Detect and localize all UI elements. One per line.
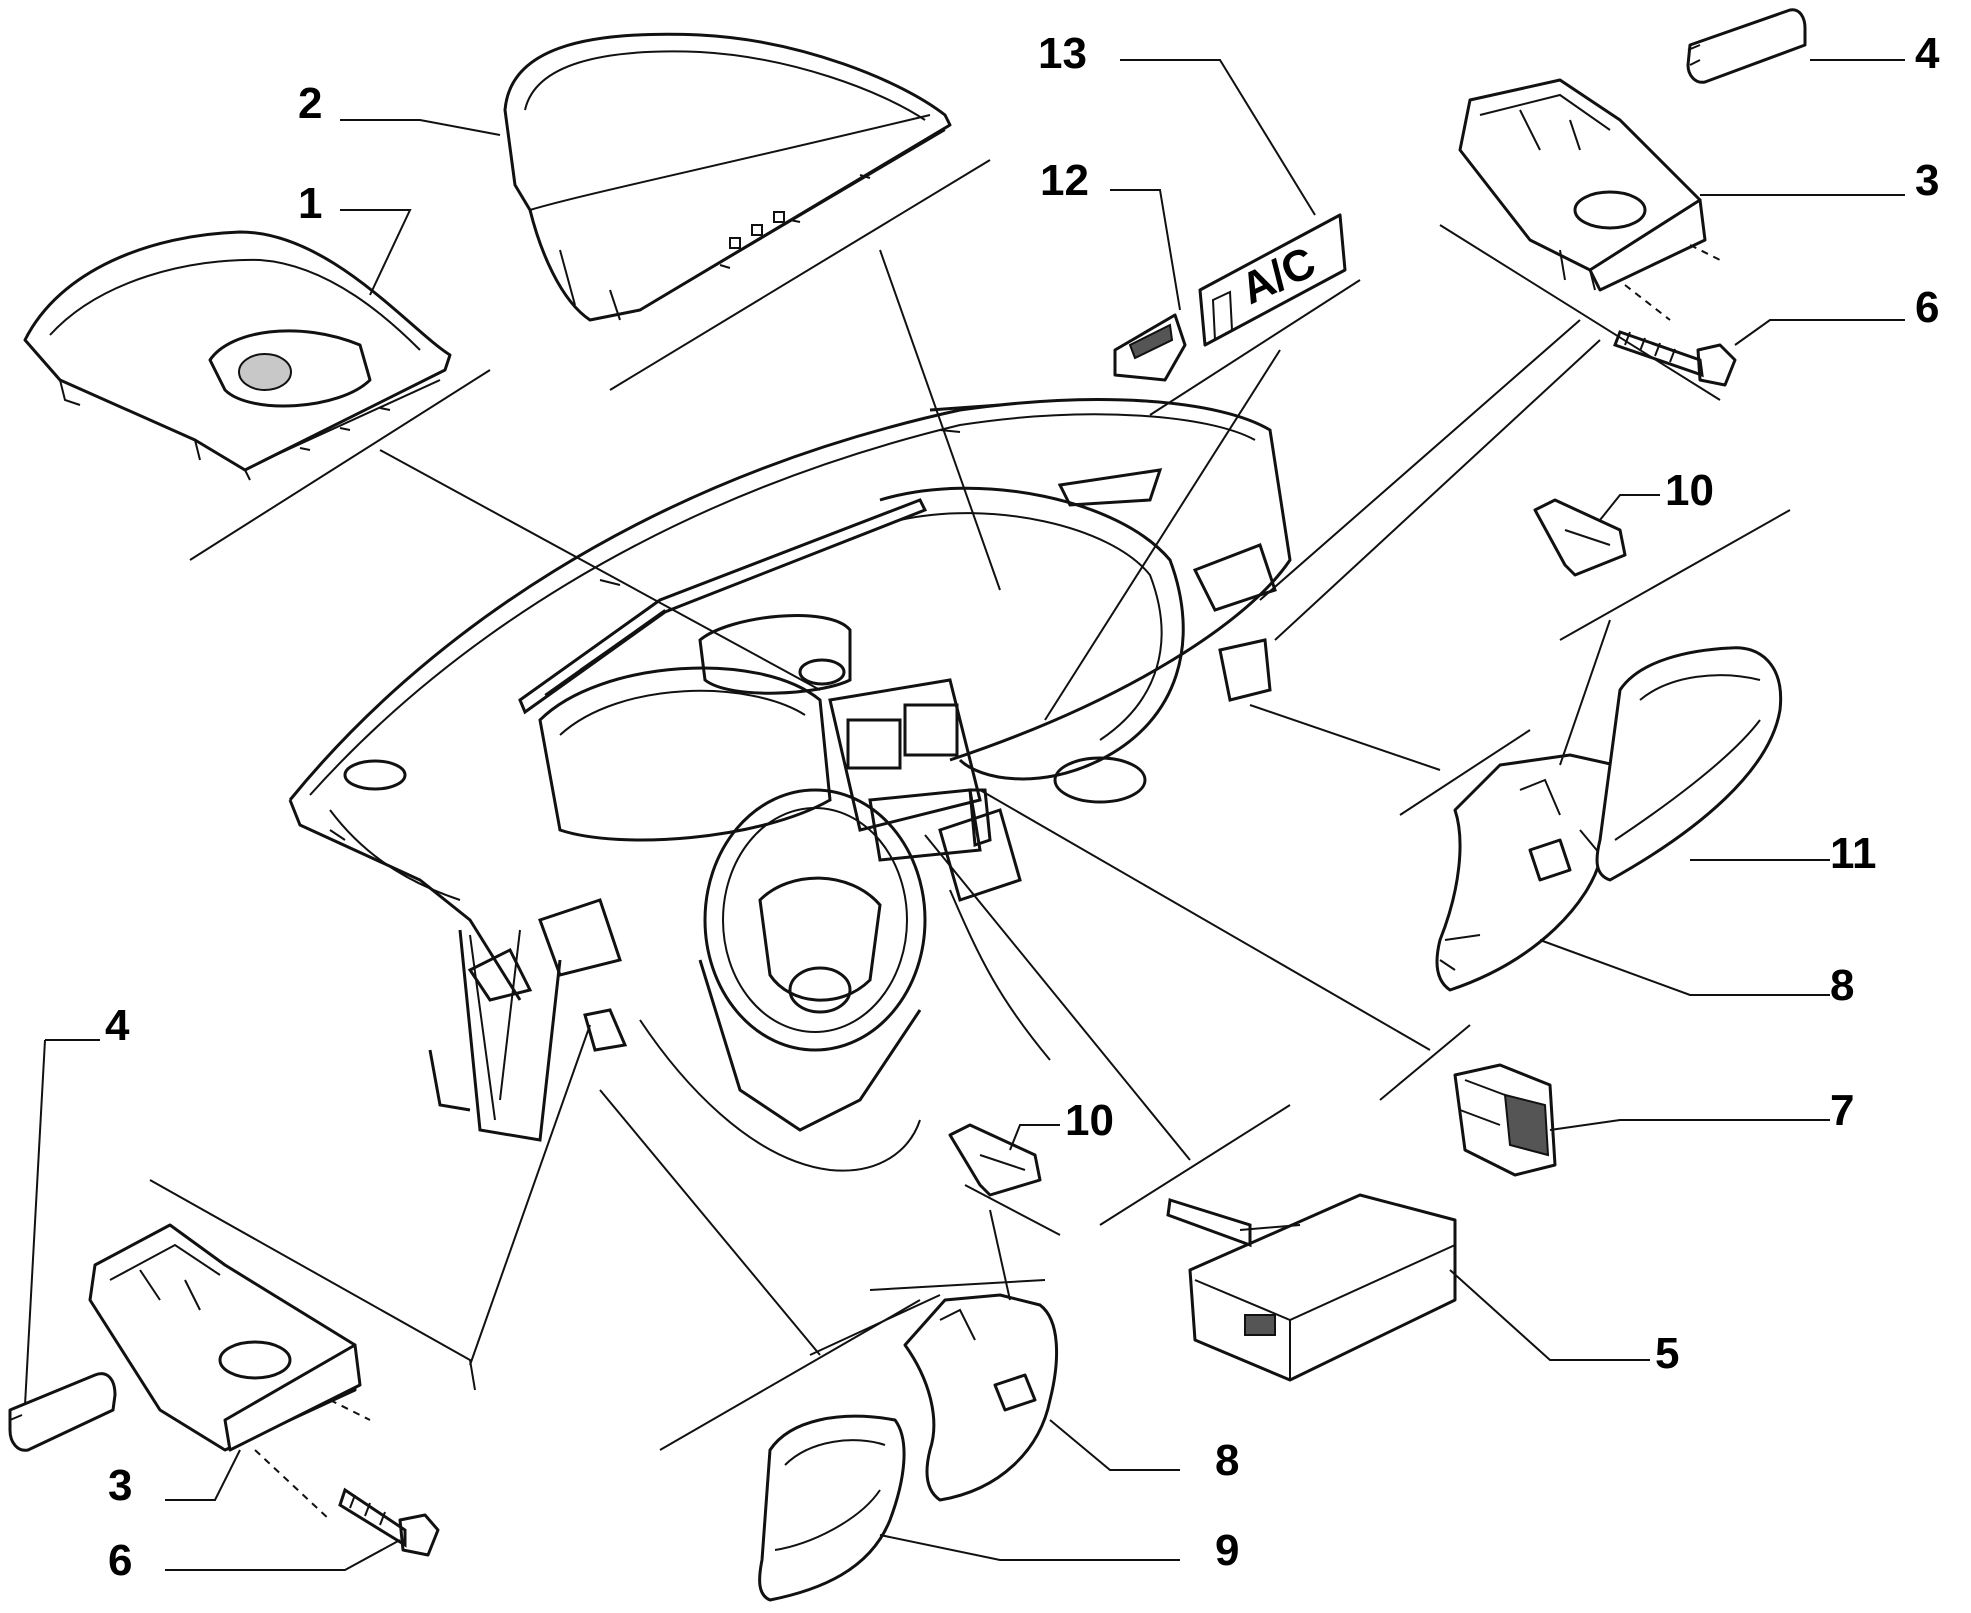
callout-6-right: 6 xyxy=(1915,283,1939,332)
callout-12: 12 xyxy=(1040,156,1089,205)
part-8-lower-panel-right xyxy=(1435,753,1618,992)
part-7-switch-module xyxy=(1453,1063,1557,1177)
part-6-screw-right xyxy=(1613,330,1737,387)
callout-9: 9 xyxy=(1215,1526,1239,1575)
part-5-storage-box xyxy=(1166,1193,1457,1382)
callout-6-left: 6 xyxy=(108,1536,132,1585)
part-2-cluster-hood xyxy=(503,32,952,322)
callout-4-right: 4 xyxy=(1915,29,1940,78)
part-4-trim-strip-left xyxy=(8,1372,117,1452)
part-11-glovebox-lid xyxy=(1595,646,1783,882)
dashboard-assembly xyxy=(288,398,1292,1172)
callout-2: 2 xyxy=(298,79,322,128)
leader-lines xyxy=(24,59,1905,1571)
part-8-lower-panel-bottom xyxy=(903,1293,1058,1502)
part-10-clip-bottom xyxy=(948,1123,1042,1197)
part-1-upper-cover xyxy=(23,230,452,481)
callout-10-bottom: 10 xyxy=(1065,1096,1114,1145)
callout-1: 1 xyxy=(298,179,322,228)
callout-3-right: 3 xyxy=(1915,156,1939,205)
callout-7: 7 xyxy=(1830,1086,1854,1135)
part-4-trim-strip-right xyxy=(1686,8,1807,84)
callout-3-left: 3 xyxy=(108,1461,132,1510)
callout-8-right: 8 xyxy=(1830,961,1854,1010)
callout-13: 13 xyxy=(1038,29,1087,78)
part-10-clip-right xyxy=(1533,498,1627,577)
callout-5: 5 xyxy=(1655,1329,1679,1378)
part-6-screw-left xyxy=(338,1487,440,1557)
callout-10-right: 10 xyxy=(1665,466,1714,515)
callout-numbers: 1 2 12 13 4 3 6 10 11 8 7 5 10 8 9 4 3 6 xyxy=(105,29,1940,1585)
part-13-ac-label: A/C xyxy=(1198,213,1347,347)
part-3-ashtray-right xyxy=(1458,78,1721,321)
part-9-side-cover xyxy=(758,1414,906,1602)
callout-11: 11 xyxy=(1830,829,1877,878)
callout-8-bottom: 8 xyxy=(1215,1436,1239,1485)
part-12-switch-cover xyxy=(1113,313,1187,382)
part-3-ashtray-left xyxy=(88,1223,371,1521)
callout-4-left: 4 xyxy=(105,1001,130,1050)
